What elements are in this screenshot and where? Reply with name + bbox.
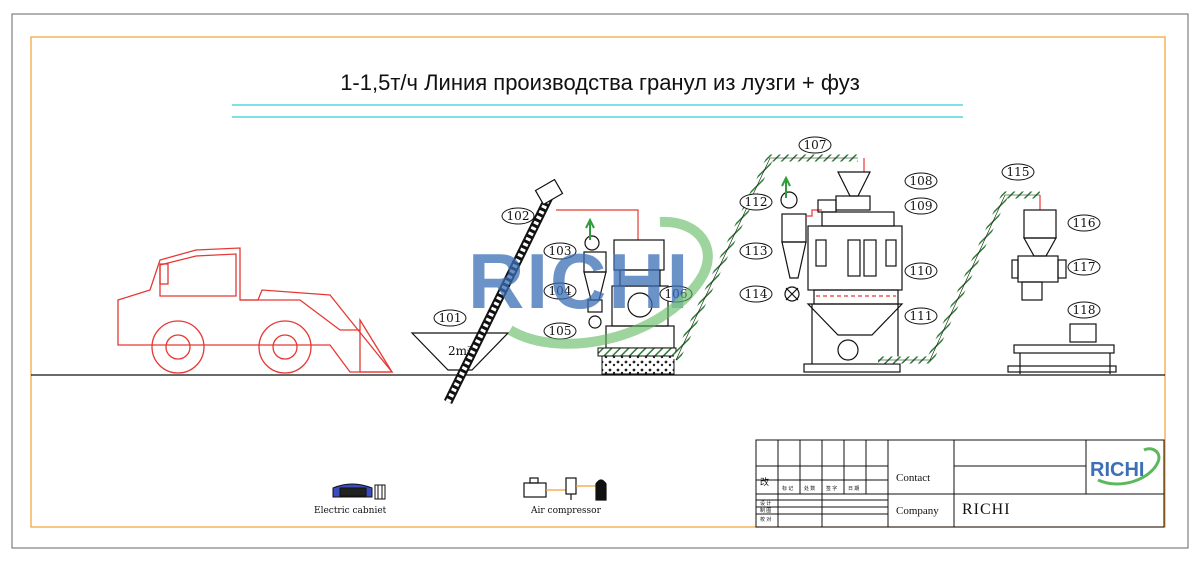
company-label: Company	[896, 505, 939, 517]
tag-105: 105	[543, 322, 577, 340]
richi-watermark: RICHI	[468, 216, 713, 349]
tag-116: 116	[1067, 214, 1101, 232]
richi-logo: RICHI	[1090, 447, 1161, 486]
packing-machine	[1007, 209, 1117, 374]
tag-104: 104	[543, 282, 577, 300]
tag-111: 111	[904, 307, 938, 325]
tag-107-label: 107	[804, 138, 827, 152]
equipment-tags: 1011021031041051061071081091101111121131…	[433, 136, 1101, 340]
tb-header-1: 处 数	[804, 485, 815, 492]
hopper-volume-label: 2m³	[448, 344, 472, 358]
tb-header-3: 日 期	[848, 486, 859, 492]
tag-102-label: 102	[507, 209, 530, 223]
air-compressor-icon	[523, 477, 607, 501]
tb-row-0: 设 计	[760, 500, 771, 507]
tag-107: 107	[798, 136, 832, 154]
tag-109: 109	[904, 197, 938, 215]
screw-conveyor	[443, 178, 564, 404]
tag-117: 117	[1067, 258, 1101, 276]
tag-115-label: 115	[1007, 165, 1030, 179]
svg-text:RICHI: RICHI	[1090, 459, 1144, 481]
tag-108-label: 108	[910, 174, 933, 188]
wheel-loader	[117, 247, 394, 374]
tag-112: 112	[739, 193, 773, 211]
contact-label: Contact	[896, 472, 930, 484]
tag-117-label: 117	[1073, 260, 1096, 274]
tb-header-0: 标 记	[782, 485, 793, 492]
revise-mark: 改	[760, 476, 769, 487]
drawing-frame	[30, 36, 1166, 528]
tag-109-label: 109	[910, 199, 933, 213]
tag-113-label: 113	[745, 244, 768, 258]
diagram-title: 1-1,5т/ч Линия производства гранул из лу…	[340, 70, 860, 95]
tag-110: 110	[904, 262, 938, 280]
elevator-107	[672, 154, 858, 362]
tag-114: 114	[739, 285, 773, 303]
cyclone-group-2	[780, 191, 807, 302]
mill-foundation	[601, 355, 675, 375]
feed-pipe	[556, 209, 639, 240]
tag-114-label: 114	[745, 287, 768, 301]
tag-104-label: 104	[549, 284, 572, 298]
tag-115: 115	[1001, 163, 1035, 181]
tag-113: 113	[739, 242, 773, 260]
tag-105-label: 105	[549, 324, 572, 338]
receiving-hopper	[410, 332, 510, 371]
outer-border	[11, 13, 1189, 549]
tb-row-1: 制 图	[760, 507, 771, 514]
tag-118: 118	[1067, 301, 1101, 319]
tag-101: 101	[433, 309, 467, 327]
tag-108: 108	[904, 172, 938, 190]
counterflow-cooler	[803, 171, 904, 373]
company-name: RICHI	[962, 501, 1011, 518]
tag-110-label: 110	[910, 264, 933, 278]
tag-111-label: 111	[910, 309, 933, 323]
tag-118-label: 118	[1073, 303, 1096, 317]
cyclone-group-1	[583, 235, 607, 329]
elevator-115	[878, 191, 1040, 364]
tag-116-label: 116	[1073, 216, 1096, 230]
electric-cabinet-label: Electric cabniet	[314, 506, 387, 516]
tb-row-2: 校 对	[760, 516, 771, 523]
exhaust-arrow-1	[585, 217, 595, 240]
mill-base-plate	[597, 347, 677, 357]
tag-103: 103	[543, 242, 577, 260]
electric-cabinet-icon	[332, 483, 386, 500]
tag-103-label: 103	[549, 244, 572, 258]
title-block	[755, 439, 1165, 528]
tag-102: 102	[501, 207, 535, 225]
exhaust-arrow-2	[781, 175, 791, 198]
svg-text:RICHI: RICHI	[468, 237, 690, 325]
tag-101-label: 101	[439, 311, 462, 325]
tag-112-label: 112	[745, 195, 768, 209]
air-compressor-label: Air compressor	[531, 506, 601, 516]
cyclone-pipe	[806, 209, 822, 217]
tb-header-2: 签 字	[826, 485, 837, 492]
